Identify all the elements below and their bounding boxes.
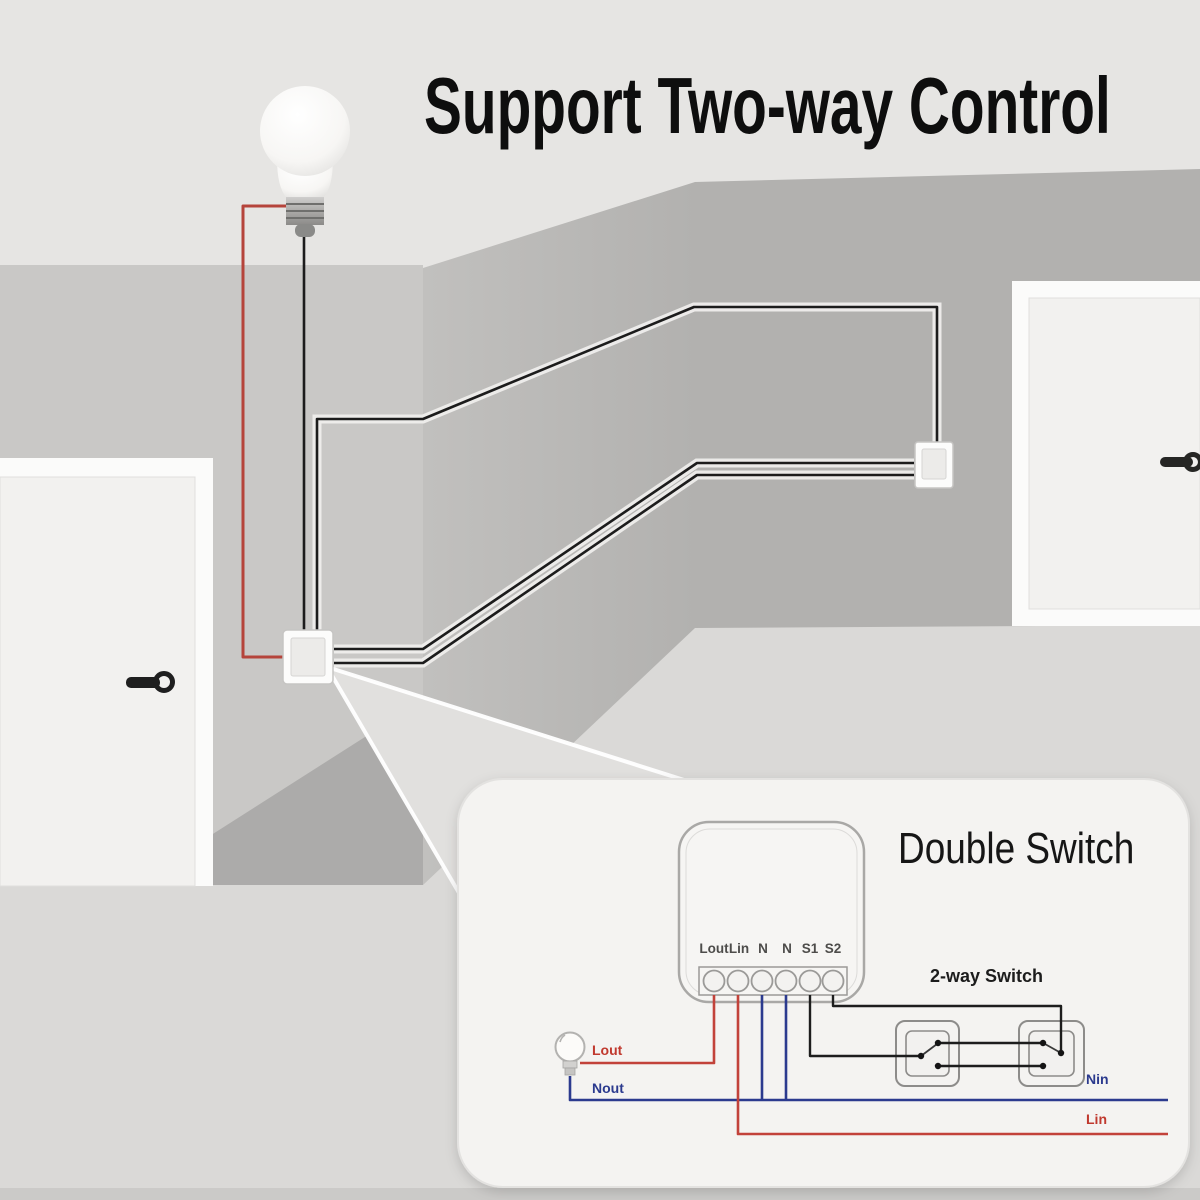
contact-dots xyxy=(917,1039,1065,1070)
two-way-switch-left xyxy=(895,1020,960,1087)
smart-switch-module xyxy=(677,820,866,1004)
terminal-label-n1: N xyxy=(758,941,768,956)
right-door xyxy=(1012,281,1200,626)
live-wire-red xyxy=(241,204,290,659)
wire-label-lin: Lin xyxy=(1086,1111,1107,1127)
left-door-handle xyxy=(126,677,160,688)
bulb-icon xyxy=(554,1031,586,1076)
light-bulb xyxy=(260,86,350,237)
terminal-screws xyxy=(702,969,845,993)
terminal-label-lout: Lout xyxy=(699,941,729,956)
lin-wire xyxy=(736,995,1168,1136)
wall-shadow xyxy=(183,700,423,885)
terminal-label-s1: S1 xyxy=(801,941,819,956)
wire-label-lout: Lout xyxy=(592,1042,623,1058)
right-wall-switch xyxy=(914,441,954,489)
neutral-bus xyxy=(568,1076,1168,1102)
s1-wire xyxy=(808,995,921,1058)
page-title: Support Two-way Control xyxy=(424,61,1111,150)
lever-left xyxy=(920,1043,938,1057)
angled-wall xyxy=(423,182,695,885)
lout-wire xyxy=(580,995,716,1065)
traveler-wire-b xyxy=(334,473,914,665)
s2-wire xyxy=(831,995,1063,1053)
left-wall-switch xyxy=(282,629,334,685)
wire-label-nin: Nin xyxy=(1086,1071,1109,1087)
terminal-label-s2: S2 xyxy=(824,941,842,956)
two-way-switch-label: 2-way Switch xyxy=(930,966,1044,986)
wire-label-nout: Nout xyxy=(592,1080,624,1096)
traveler-wire-a xyxy=(334,461,914,651)
terminal-label-n2: N xyxy=(782,941,792,956)
panel-heading: Double Switch xyxy=(898,824,1135,873)
wall-wires xyxy=(241,204,939,665)
floor-edge-band xyxy=(0,1188,1200,1200)
traveler-wire-top xyxy=(315,305,939,632)
left-door xyxy=(0,458,213,887)
diagram-wires xyxy=(568,995,1168,1136)
terminal-label-lin: Lin xyxy=(728,941,750,956)
two-way-switch-right xyxy=(1018,1020,1085,1087)
